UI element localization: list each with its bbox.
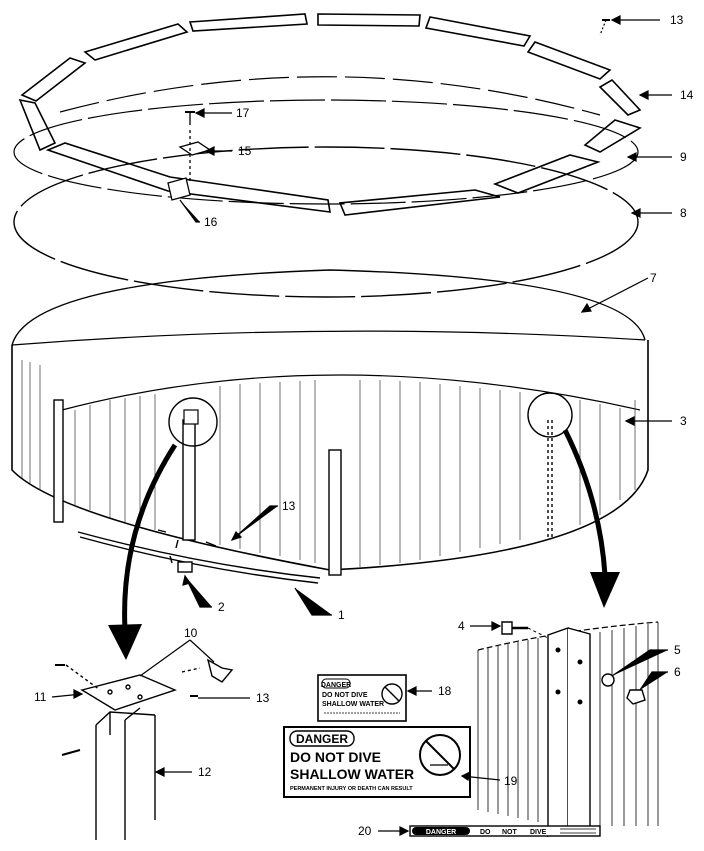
top-seat-segment [83,23,189,61]
callout-14: 14 [680,88,694,102]
no-diving-icon [381,683,403,705]
large-sign-line2: SHALLOW WATER [290,766,414,782]
detail-arrow-right [562,428,620,608]
callout-10: 10 [184,626,198,640]
stabilizer-ring [13,146,639,298]
top-seat-segment [45,142,331,213]
top-seat-segment [18,98,57,152]
callout-13-detail: 13 [256,691,270,705]
bottom-plate [177,561,193,573]
callout-8: 8 [680,206,687,220]
large-sign-header: DANGER [296,732,348,746]
detail-circle-seam [527,392,573,438]
callout-15: 15 [238,144,252,158]
large-sign-footer: PERMANENT INJURY OR DEATH CAN RESULT [290,786,413,792]
screw-pair [157,529,217,549]
danger-sign-large: DANGER DO NOT DIVE SHALLOW WATER PERMANE… [283,726,471,798]
callout-3: 3 [680,414,687,428]
strip-header: DANGER [426,829,456,836]
callout-17: 17 [236,106,250,120]
no-diving-icon-large [419,734,461,776]
top-seat-segment [492,154,601,194]
top-seat-segment [424,16,532,47]
callout-19: 19 [504,774,518,788]
bottom-track [77,531,321,584]
top-seat-segment [526,41,612,80]
top-seat-segment [598,78,642,116]
callout-2: 2 [218,600,225,614]
strip-word1: DO [480,829,491,836]
callout-12: 12 [198,765,212,779]
detail-arrow-left [108,443,178,660]
callout-11: 11 [34,690,47,704]
danger-strip-label: DANGER DO NOT DIVE [409,825,601,837]
callout-18: 18 [438,684,452,698]
strip-word2: NOT [502,829,518,836]
callout-4: 4 [458,619,465,633]
callout-9: 9 [680,150,687,164]
strip-word3: DIVE [530,829,547,836]
callout-16: 16 [204,215,218,229]
callout-6: 6 [674,665,681,679]
top-seat-segment [188,13,308,32]
callout-5: 5 [674,643,681,657]
callout-13-top: 13 [670,13,684,27]
callout-1: 1 [338,608,345,622]
callout-7: 7 [650,271,657,285]
callout-leaders [51,15,672,836]
wall-seam-detail [477,621,659,837]
top-rail-ring [18,13,642,216]
danger-sign-small: DANGER DO NOT DIVE SHALLOW WATER [317,674,407,722]
small-sign-line1: DO NOT DIVE [322,692,368,699]
pool-wall [11,340,649,576]
small-sign-line2: SHALLOW WATER [322,701,384,708]
top-seat-segment [583,119,642,153]
callout-20: 20 [358,824,372,838]
large-sign-line1: DO NOT DIVE [290,749,381,765]
small-sign-header: DANGER [321,682,351,689]
top-seat-segment [20,57,87,102]
callout-13-mid: 13 [282,499,296,513]
top-seat-segment [338,189,501,216]
detail-circle-upright [168,397,218,447]
top-ledge-ring [13,99,639,205]
upright-cap-detail [55,658,234,840]
pool-liner [11,269,646,346]
top-seat-segment [317,13,421,27]
callout-numbers: 13 14 17 15 9 16 8 7 3 13 2 1 10 11 13 1… [34,13,694,838]
